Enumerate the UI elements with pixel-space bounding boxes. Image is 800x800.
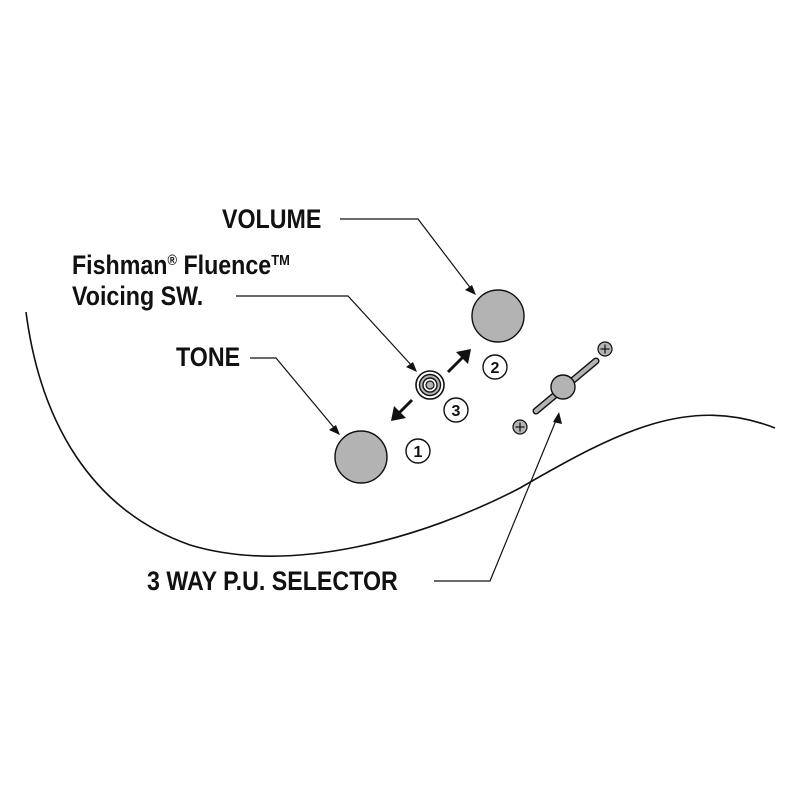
selector-tip [550, 374, 576, 400]
volume-knob [471, 289, 525, 343]
tone-knob [334, 430, 388, 484]
position-marker-3: 3 [443, 397, 469, 423]
tone-leader-line [250, 357, 337, 431]
body-outline-curve [25, 311, 776, 557]
position-number-1: 1 [414, 444, 423, 461]
pickup-selector-switch [532, 357, 600, 415]
volume-label-text: VOLUME [222, 204, 322, 234]
position-number-3: 3 [452, 403, 461, 420]
voicing-leader-arrowhead [406, 362, 417, 372]
voicing-leader-line [236, 295, 414, 368]
volume-label: VOLUME [222, 204, 321, 235]
fishman-voicing-label: Fishman® FluenceTM Voicing SW. [72, 250, 290, 312]
fluence-text: Fluence [177, 250, 272, 280]
fishman-fluence-line: Fishman® FluenceTM [72, 250, 290, 281]
selector-leader-arrowhead [553, 412, 562, 424]
tone-label: TONE [176, 342, 240, 373]
fishman-brand-text: Fishman [72, 250, 168, 280]
arrow-up-right-icon [446, 349, 471, 374]
position-marker-2: 2 [482, 354, 508, 380]
voicing-switch [415, 370, 445, 400]
pickup-selector-label: 3 WAY P.U. SELECTOR [147, 566, 398, 597]
volume-leader-line [340, 218, 473, 291]
voicing-switch-text: Voicing SW. [72, 281, 204, 312]
pickup-selector-label-text: 3 WAY P.U. SELECTOR [147, 566, 398, 596]
tone-leader-arrowhead [329, 425, 340, 435]
screw-icon-bottom [512, 419, 528, 435]
position-number-2: 2 [491, 360, 500, 377]
position-marker-1: 1 [405, 438, 431, 464]
tone-label-text: TONE [176, 342, 241, 372]
screw-icon-top [597, 341, 613, 357]
arrow-down-left-icon [391, 398, 414, 421]
selector-leader-line [434, 417, 558, 582]
trademark-mark: TM [271, 252, 290, 269]
registered-mark: ® [167, 252, 178, 269]
volume-leader-arrowhead [465, 285, 476, 295]
